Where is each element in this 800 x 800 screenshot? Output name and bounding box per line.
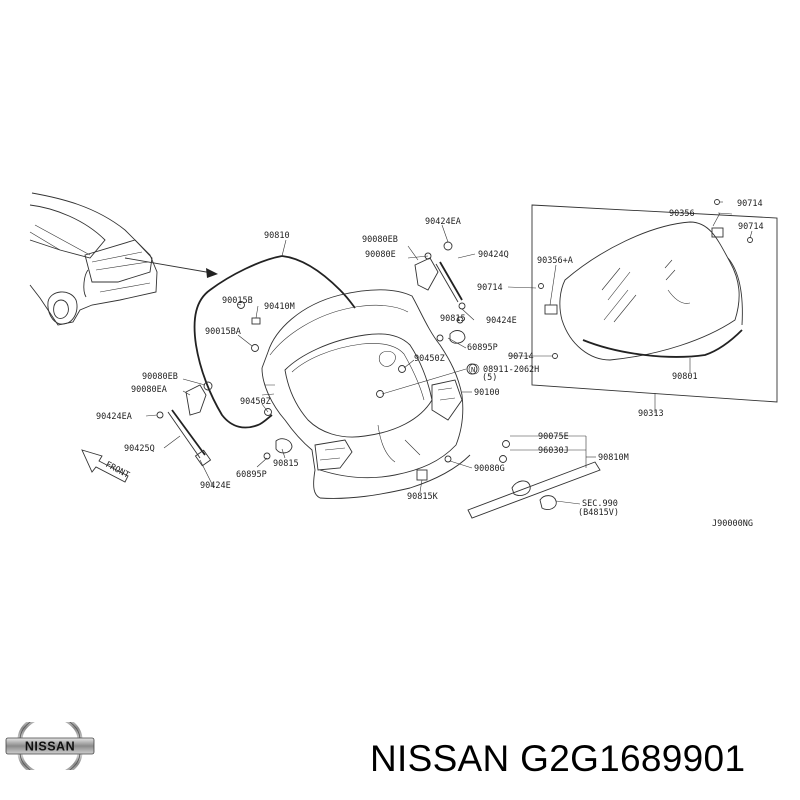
label-90080eb-left: 90080EB (142, 372, 178, 382)
label-90450z-left: 90450Z (240, 397, 271, 407)
fasteners (237, 301, 510, 481)
label-90424e-top: 90424E (486, 316, 517, 326)
glass-assembly (531, 199, 778, 403)
right-hinge (414, 257, 439, 291)
label-90424ea-top: 90424EA (425, 217, 461, 227)
label-90714-low: 90714 (508, 352, 534, 362)
label-90080ea-left: 90080EA (131, 385, 167, 395)
label-90450z-top: 90450Z (414, 354, 445, 364)
left-hinge (185, 384, 207, 416)
weatherstrip-seal (193, 255, 283, 429)
label-90015ba: 90015BA (205, 327, 241, 337)
label-90815-top: 90815 (440, 314, 466, 324)
label-90080g: 90080G (474, 464, 505, 474)
callout-arrowhead (206, 268, 218, 278)
label-90424ea-left: 90424EA (96, 412, 132, 422)
note-n-circle (468, 363, 480, 375)
label-90801: 90801 (672, 372, 698, 382)
label-90714-mid: 90714 (477, 283, 503, 293)
label-90080e: 90080E (365, 250, 396, 260)
label-sec-990: SEC.990 (582, 499, 618, 509)
logo-wordmark: NISSAN (25, 740, 75, 754)
car-silhouette (29, 192, 158, 326)
label-bolt-qty: (5) (482, 373, 497, 383)
label-90424q: 90424Q (478, 250, 509, 260)
label-90714-top-right: 90714 (737, 199, 763, 209)
left-bumper-stop (203, 381, 213, 391)
label-96030j: 96030J (538, 446, 569, 456)
label-90810m: 90810M (598, 453, 629, 463)
diagram-code: J90000NG (712, 519, 753, 529)
label-90080eb-top: 90080EB (362, 235, 398, 245)
label-sec-ref: (B4815V) (578, 508, 619, 518)
left-hatch-strut (167, 409, 212, 467)
label-90410m: 90410M (264, 302, 295, 312)
nissan-logo: NISSAN (5, 722, 95, 770)
leader-lines (145, 201, 753, 505)
front-direction-indicator: FRONT (81, 449, 131, 483)
label-90015b: 90015B (222, 296, 253, 306)
part-labels: 90810 90015B 90410M 90015BA 90080EB 9008… (96, 199, 764, 529)
right-hatch-strut (435, 261, 463, 303)
label-90815k: 90815K (407, 492, 439, 502)
label-90075e: 90075E (538, 432, 569, 442)
label-90810: 90810 (264, 231, 290, 241)
right-bumper-stop (443, 241, 453, 251)
label-90815-left: 90815 (273, 459, 299, 469)
label-bolt-number: 08911-2062H (483, 365, 539, 375)
label-60895p-left: 60895P (236, 470, 267, 480)
label-90714-right: 90714 (738, 222, 764, 232)
label-90424e-left: 90424E (200, 481, 231, 491)
label-60895p-top: 60895P (467, 343, 498, 353)
back-door-panel (261, 289, 471, 499)
label-90425q: 90425Q (124, 444, 155, 454)
weatherstrip-seal-top (281, 255, 356, 309)
label-90356a: 90356+A (537, 256, 573, 266)
callout-arrow-line (124, 257, 213, 274)
label-90356-top: 90356 (669, 209, 695, 219)
label-90100: 90100 (474, 388, 500, 398)
label-90313: 90313 (638, 409, 664, 419)
left-strut-ball (156, 411, 164, 419)
part-number-caption: NISSAN G2G1689901 (370, 738, 746, 779)
note-n-symbol: N (471, 366, 475, 374)
